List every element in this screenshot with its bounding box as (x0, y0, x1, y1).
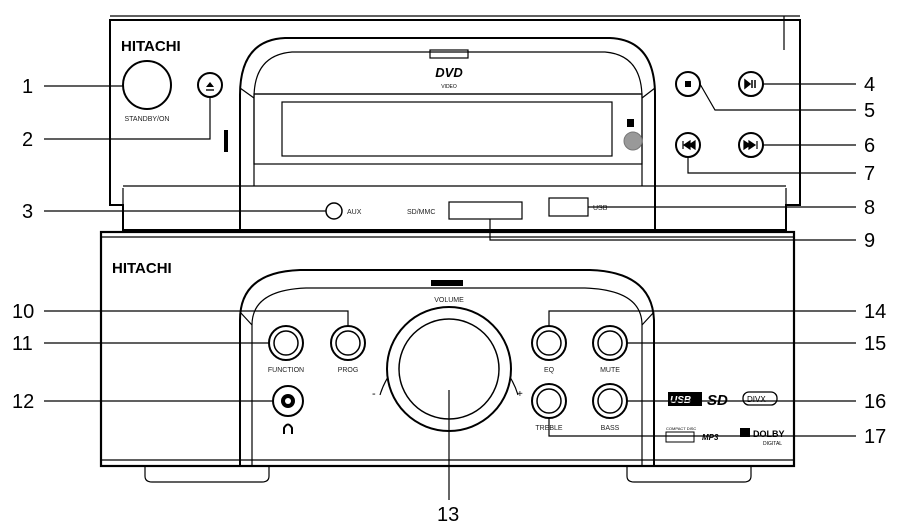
bottom-bezel-tab (431, 280, 463, 286)
ir-sensor-icon (627, 119, 634, 127)
callout-10: 10 (12, 301, 34, 323)
dolby-logo: DOLBY (753, 429, 785, 439)
mute-label: MUTE (600, 367, 620, 374)
volume-label: VOLUME (434, 297, 464, 304)
callout-12: 12 (12, 391, 34, 413)
stop-icon (685, 81, 691, 87)
ir-receiver-window (623, 131, 643, 151)
headphone-icon (283, 423, 293, 434)
sd-mmc-label: SD/MMC (407, 209, 435, 216)
callout-5: 5 (864, 100, 875, 122)
usb-port[interactable] (548, 197, 589, 217)
callout-15: 15 (864, 333, 886, 355)
volume-plus-label: + (517, 389, 523, 400)
aux-label: AUX (347, 209, 362, 216)
right-foot (626, 466, 752, 483)
dvd-logo-sub: VIDEO (441, 84, 457, 90)
volume-minus-label: - (372, 388, 376, 400)
compact-disc-logo: COMPACT DISC (666, 426, 696, 431)
callout-leaders (44, 83, 856, 500)
top-handle-arch-inner (253, 51, 643, 186)
callout-11: 11 (12, 333, 33, 355)
bass-label: BASS (601, 425, 620, 432)
usb-logo-icon (668, 392, 702, 406)
top-unit-casing (109, 19, 801, 231)
callout-17: 17 (864, 426, 886, 448)
bottom-unit: HITACHI VOLUME - + FUNCTION PROG EQ MUTE… (99, 230, 796, 483)
divx-logo-icon (742, 391, 778, 406)
compact-disc-logo-icon (665, 431, 695, 443)
aux-jack[interactable] (325, 202, 343, 220)
function-label: FUNCTION (268, 367, 304, 374)
callout-1: 1 (22, 76, 33, 98)
mp3-logo: MP3 (702, 433, 719, 442)
display-window (281, 101, 613, 157)
bottom-brand-logo: HITACHI (112, 260, 172, 277)
callout-13: 13 (437, 504, 459, 526)
display-panel (253, 93, 643, 165)
callout-16: 16 (864, 391, 886, 413)
callout-9: 9 (864, 230, 875, 252)
callout-14: 14 (864, 301, 886, 323)
callout-7: 7 (864, 163, 875, 185)
standby-on-label: STANDBY/ON (125, 116, 170, 123)
bottom-bezel-arch (239, 269, 655, 466)
callout-4: 4 (864, 74, 875, 96)
divx-logo: DIVX (747, 395, 766, 404)
callout-2: 2 (22, 129, 33, 151)
top-handle-arch (239, 37, 656, 232)
eject-icon (206, 82, 214, 87)
top-unit: DVD VIDEO HITACHI STANDBY/ON AUX SD/MMC … (109, 15, 801, 232)
dolby-digital-logo: DIGITAL (763, 441, 782, 447)
eq-label: EQ (544, 367, 555, 374)
callout-8: 8 (864, 197, 875, 219)
dolby-logo-icon (740, 428, 750, 437)
prog-label: PROG (338, 367, 359, 374)
top-handle-tab (429, 49, 469, 59)
bottom-bezel-arch-inner (251, 287, 643, 466)
sd-mmc-slot[interactable] (448, 201, 523, 220)
usb-label: USB (593, 205, 608, 212)
next-icon (743, 139, 758, 151)
standby-on-button[interactable] (122, 60, 172, 110)
callout-3: 3 (22, 201, 33, 223)
top-brand-logo: HITACHI (121, 38, 181, 55)
left-foot (144, 466, 270, 483)
previous-icon (682, 139, 696, 151)
dvd-logo: DVD (435, 65, 463, 80)
callout-6: 6 (864, 135, 875, 157)
play-pause-icon (744, 78, 756, 90)
callout-numbers: 1 2 3 4 5 6 7 8 9 10 11 12 13 14 15 16 1… (12, 74, 886, 526)
